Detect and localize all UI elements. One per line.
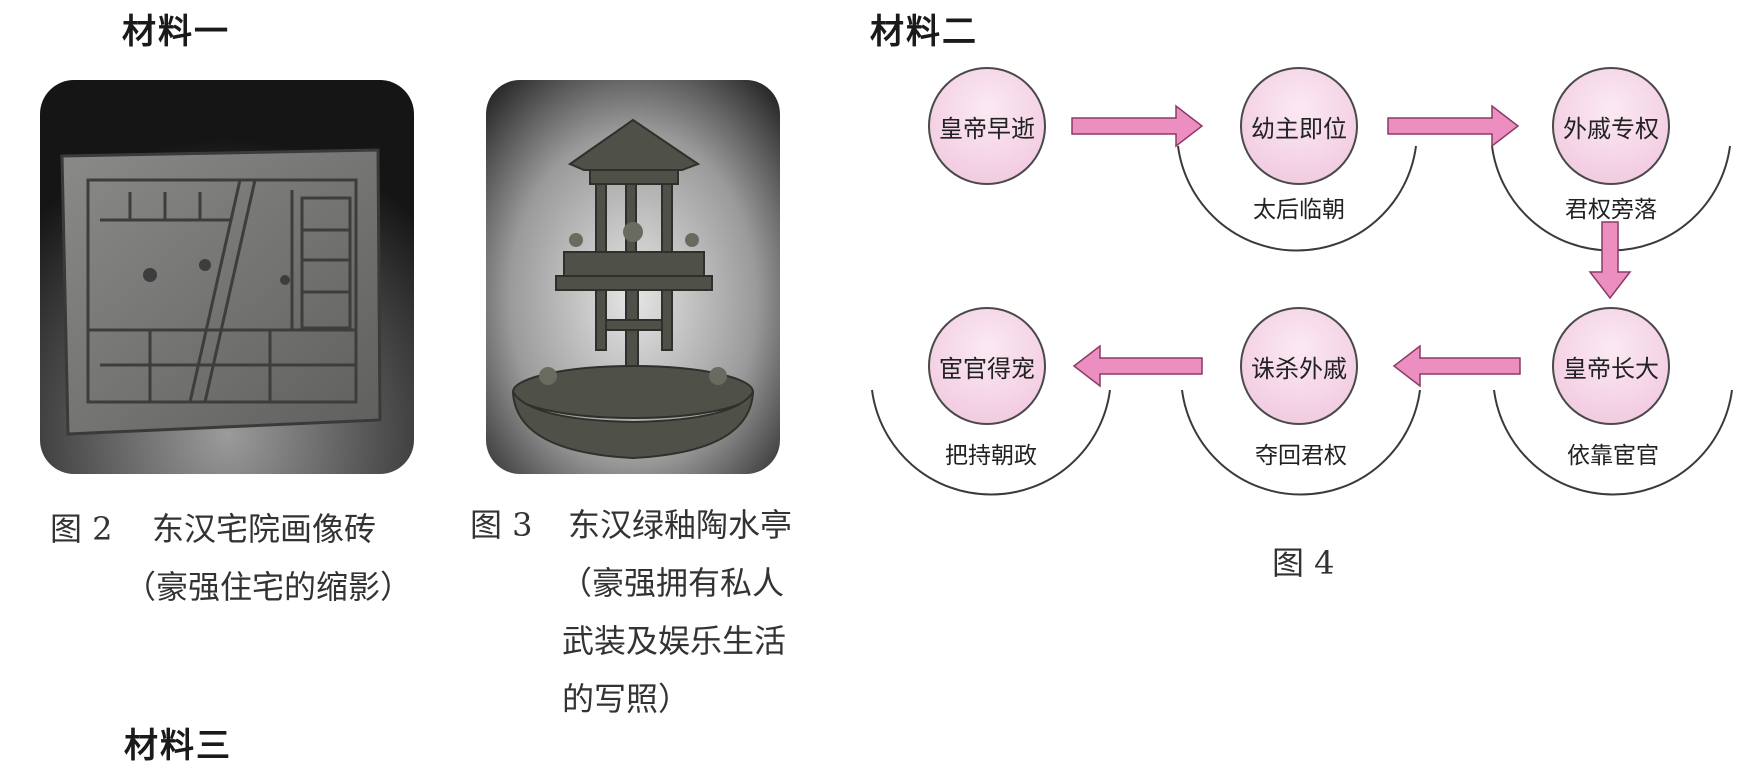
material2-heading: 材料二	[870, 12, 978, 52]
courtyard-brick-illustration	[40, 80, 414, 474]
fig4-number: 图 4	[1272, 544, 1335, 582]
arrow-1-to-2	[1071, 104, 1204, 148]
node-label: 诛杀外戚	[1251, 354, 1347, 383]
node-sublabel: 把持朝政	[945, 443, 1037, 469]
node-emperor-early-death: 皇帝早逝	[928, 67, 1046, 185]
node-child-emperor-enthroned: 幼主即位	[1240, 67, 1358, 185]
fig3-number: 图 3	[470, 506, 533, 544]
node-sublabel: 依靠宦官	[1567, 443, 1659, 469]
cycle-diagram	[871, 104, 1733, 496]
arrow-5-to-6	[1072, 344, 1203, 388]
node-sublabel: 夺回君权	[1255, 443, 1347, 469]
fig3-desc-line-1: （豪强拥有私人	[560, 564, 785, 602]
arc-node-6	[871, 389, 1111, 496]
fig3-desc-line-2: 武装及娱乐生活	[562, 622, 787, 660]
pottery-pavilion-image	[486, 80, 780, 474]
node-sublabel: 君权旁落	[1565, 197, 1657, 223]
fig2-number: 图 2	[50, 510, 113, 548]
material1-heading: 材料一	[122, 12, 230, 52]
arrow-4-to-5	[1392, 344, 1521, 388]
arrow-2-to-3	[1387, 104, 1520, 148]
node-label: 宦官得宠	[939, 354, 1035, 383]
fig2-subtitle: （豪强住宅的缩影）	[124, 568, 413, 606]
node-label: 幼主即位	[1251, 114, 1347, 143]
node-sublabel: 太后临朝	[1253, 197, 1345, 223]
arc-node-5	[1181, 389, 1421, 496]
arc-node-4	[1493, 389, 1733, 496]
node-label: 皇帝长大	[1563, 354, 1659, 383]
courtyard-brick-image	[40, 80, 414, 474]
node-eunuchs-favored: 宦官得宠	[928, 307, 1046, 425]
arrow-3-to-4	[1588, 221, 1632, 300]
pottery-pavilion-illustration	[486, 80, 780, 474]
node-consort-kin-dominance: 外戚专权	[1552, 67, 1670, 185]
node-kill-consort-kin: 诛杀外戚	[1240, 307, 1358, 425]
arc-node-2	[1177, 145, 1417, 252]
node-label: 外戚专权	[1563, 114, 1659, 143]
fig3-desc-line-3: 的写照）	[562, 680, 691, 718]
node-emperor-grows-up: 皇帝长大	[1552, 307, 1670, 425]
fig2-title: 东汉宅院画像砖	[152, 510, 377, 548]
node-label: 皇帝早逝	[939, 114, 1035, 143]
fig3-title: 东汉绿釉陶水亭	[568, 506, 793, 544]
